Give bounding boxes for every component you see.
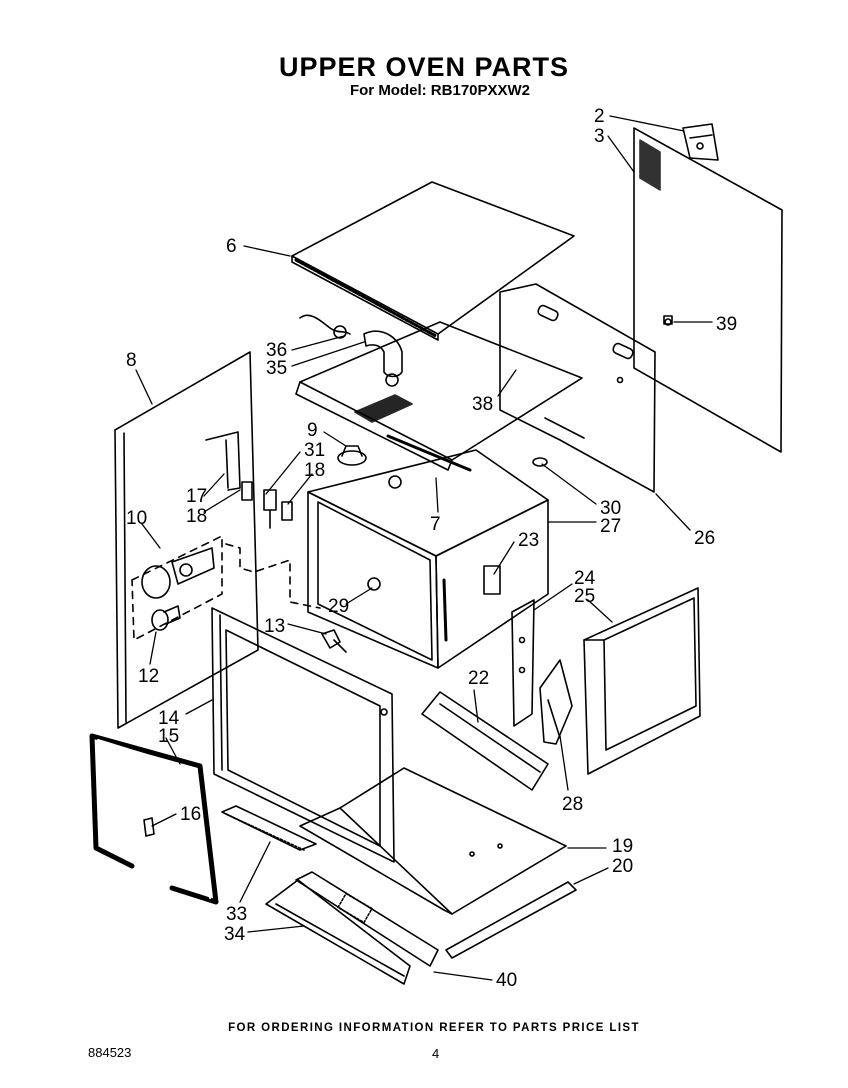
- callout-27: 27: [600, 516, 621, 537]
- part-12-bulb: [151, 605, 181, 631]
- part-18-clip: [241, 481, 293, 521]
- model-subtitle: For Model: RB170PXXW2: [349, 82, 531, 99]
- callout-15: 15: [158, 726, 179, 747]
- callout-3: 3: [594, 126, 605, 147]
- part-40-grille: [295, 871, 439, 967]
- part-9-sensor: [337, 445, 367, 466]
- part-10-light-assembly: [131, 535, 223, 641]
- part-8-left-panel: [114, 351, 259, 729]
- callout-12: 12: [138, 666, 159, 687]
- part-20-rail: [445, 881, 577, 959]
- part-31-switch: [263, 489, 277, 529]
- callout-31: 31: [304, 440, 325, 461]
- callout-labels: 2 3 6 39 36 35 8 38 9 31 18 17 18 30 27 …: [126, 106, 737, 991]
- callout-8: 8: [126, 350, 137, 371]
- callout-6: 6: [226, 236, 237, 257]
- callout-36: 36: [266, 340, 287, 361]
- callout-20: 20: [612, 856, 633, 877]
- callout-7: 7: [430, 514, 441, 535]
- callout-18b: 18: [186, 506, 207, 527]
- callout-24: 24: [574, 568, 596, 589]
- part-25-door-panel: [583, 587, 701, 775]
- part-30-plug: [532, 457, 548, 467]
- callout-38: 38: [472, 394, 493, 415]
- part-15-gasket: [89, 733, 219, 905]
- part-27-oven-cavity: [307, 449, 549, 669]
- ordering-note: FOR ORDERING INFORMATION REFER TO PARTS …: [228, 1022, 640, 1034]
- page-number: 4: [432, 1046, 440, 1061]
- callout-2: 2: [594, 106, 605, 127]
- callout-23: 23: [518, 530, 539, 551]
- callout-34: 34: [224, 924, 246, 945]
- callout-13: 13: [264, 616, 285, 637]
- part-39-clip: [663, 315, 673, 325]
- part-38-oven-top-plate: [295, 321, 583, 472]
- part-16-clip: [143, 817, 155, 837]
- callout-14: 14: [158, 708, 180, 729]
- callout-9: 9: [307, 420, 318, 441]
- page-title: UPPER OVEN PARTS: [278, 52, 570, 82]
- callout-10: 10: [126, 508, 147, 529]
- part-6-top-panel: [291, 181, 575, 341]
- callout-33: 33: [226, 904, 247, 925]
- callout-35: 35: [266, 358, 287, 379]
- part-22-support: [421, 691, 549, 791]
- part-26-side-panel: [499, 283, 656, 493]
- leader-lines: [135, 115, 713, 981]
- part-3-rear-panel: [633, 127, 783, 453]
- part-19-bottom-panel: [299, 767, 567, 915]
- callout-18a: 18: [304, 460, 325, 481]
- part-34-kick-plate: [265, 879, 411, 985]
- callout-39: 39: [716, 314, 737, 335]
- callout-22: 22: [468, 668, 489, 689]
- document-number: 884523: [88, 1045, 132, 1060]
- part-28-hinge: [539, 659, 573, 745]
- callout-25: 25: [574, 586, 595, 607]
- part-2-bracket: [682, 123, 719, 161]
- callout-16: 16: [180, 804, 201, 825]
- wire-routing-line: [225, 543, 321, 609]
- callout-19: 19: [612, 836, 633, 857]
- part-33-vent-strip: [221, 805, 317, 851]
- part-17-bracket: [205, 431, 241, 491]
- callout-28: 28: [562, 794, 583, 815]
- part-35-36-vent-and-wire: [299, 314, 403, 387]
- part-24-hinge-bracket: [511, 599, 535, 727]
- callout-17: 17: [186, 486, 207, 507]
- callout-26: 26: [694, 528, 715, 549]
- callout-29: 29: [328, 596, 349, 617]
- callout-30: 30: [600, 498, 621, 519]
- callout-40: 40: [496, 970, 517, 991]
- part-13-latch: [321, 629, 347, 653]
